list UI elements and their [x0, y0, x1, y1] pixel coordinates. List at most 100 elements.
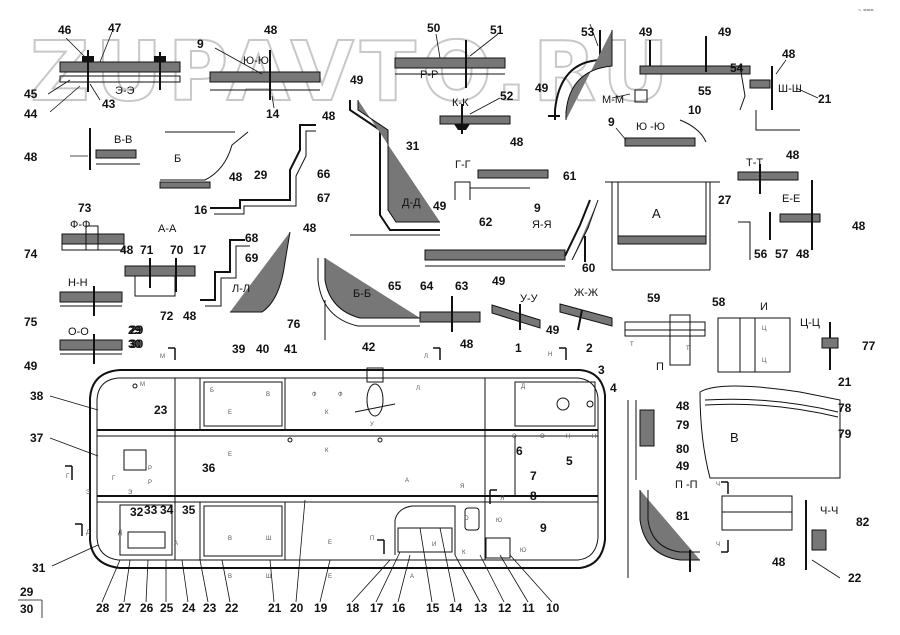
label-36: 36: [202, 461, 216, 475]
cut-i-1: И: [432, 542, 436, 548]
label-20: 20: [290, 601, 304, 615]
label-48-k: 48: [852, 219, 866, 233]
cut-yu-2: Ю: [520, 548, 526, 554]
label-5: 5: [566, 454, 573, 468]
section-ll-detail: [200, 231, 291, 313]
panel-rear-bottom: [119, 504, 173, 556]
label-51: 51: [490, 23, 504, 37]
label-14-a: 14: [266, 107, 280, 121]
label-16-b: 16: [392, 601, 406, 615]
label-48-e: 48: [229, 170, 243, 184]
cut-t-2: Т: [686, 346, 690, 352]
cut-v-3: В: [228, 574, 232, 580]
section-vv-detail: [70, 128, 140, 170]
label-41: 41: [284, 342, 298, 356]
label-49-c: 49: [718, 25, 732, 39]
section-uu-title: У-У: [520, 293, 539, 305]
label-6: 6: [516, 444, 523, 458]
label-60: 60: [582, 261, 596, 275]
cut-r-1: Р: [148, 466, 152, 472]
label-82: 82: [856, 515, 870, 529]
label-69: 69: [245, 251, 259, 265]
label-74: 74: [24, 247, 38, 261]
section-oo-detail: [59, 334, 123, 364]
view-p-label: П: [656, 361, 664, 373]
section-yuyu2-detail: [615, 119, 707, 147]
section-rr-detail: [394, 33, 506, 88]
label-55: 55: [698, 84, 712, 98]
label-32: 32: [130, 505, 144, 519]
view-v-detail: [699, 385, 841, 479]
label-15: 15: [426, 601, 440, 615]
cut-d-3: Д: [118, 530, 122, 536]
label-48-d: 48: [322, 109, 336, 123]
cut-a-2: А: [410, 574, 414, 580]
label-31-b: 31: [32, 561, 46, 575]
section-pp-detail: [627, 400, 700, 578]
label-9-c: 9: [534, 201, 541, 215]
label-11: 11: [522, 601, 535, 615]
section-chch-title: Ч-Ч: [820, 505, 838, 517]
cut-o-1: О: [464, 516, 469, 522]
label-8: 8: [530, 489, 537, 503]
label-29-b: 29: [130, 323, 144, 337]
view-b-detail: [159, 124, 316, 215]
cut-f-2: Ф: [338, 392, 343, 398]
cut-ch-2: Ч: [716, 542, 720, 548]
label-49-g: 49: [492, 274, 506, 288]
hatch-42: [366, 383, 384, 417]
label-29-c: 29: [128, 323, 142, 337]
cut-n-3: Н: [592, 434, 596, 440]
label-21-a: 21: [818, 92, 832, 106]
cut-ts-1: Ц: [762, 326, 767, 332]
label-49-h: 49: [546, 323, 560, 337]
label-70: 70: [170, 243, 184, 257]
section-nn-detail: [59, 286, 123, 316]
section-ff-title: Ф-Ф: [70, 219, 90, 231]
label-23-a: 23: [154, 403, 168, 417]
cut-n-1: Н: [548, 352, 552, 358]
section-vv-title: В-В: [114, 134, 132, 146]
label-75: 75: [24, 315, 38, 329]
label-29-a: 29: [254, 168, 268, 182]
label-22-b: 22: [225, 601, 239, 615]
label-28: 28: [96, 601, 110, 615]
section-top-right-detail: [639, 36, 751, 111]
label-73: 73: [78, 201, 92, 215]
cut-r-2: Р: [148, 480, 152, 486]
label-48-n: 48: [676, 399, 690, 413]
label-49-i: 49: [676, 459, 690, 473]
label-10-b: 10: [546, 601, 560, 615]
section-ff-detail: [61, 225, 125, 251]
cut-d-2: Д: [86, 530, 90, 536]
section-chch-detail: [721, 495, 841, 579]
label-37: 37: [30, 431, 44, 445]
label-2: 2: [586, 341, 593, 355]
label-63: 63: [455, 279, 469, 293]
section-mm-detail: [548, 23, 631, 120]
label-9-d: 9: [540, 521, 547, 535]
label-49-b: 49: [639, 25, 653, 39]
label-9-b: 9: [608, 115, 615, 129]
view-i-detail: [717, 317, 791, 373]
label-26: 26: [140, 601, 154, 615]
label-27-a: 27: [718, 193, 732, 207]
label-49-d: 49: [24, 359, 38, 373]
section-yaya-detail: [424, 199, 599, 267]
label-48-b: 48: [264, 23, 278, 37]
label-64: 64: [420, 279, 434, 293]
section-yuyu2-title: Ю -Ю: [636, 121, 665, 133]
label-13: 13: [474, 601, 488, 615]
label-57: 57: [775, 247, 789, 261]
cut-m-1: М: [160, 354, 165, 360]
cut-ya-2: Я: [500, 496, 504, 502]
section-gg-detail: [454, 169, 549, 200]
label-67: 67: [317, 191, 331, 205]
cut-b-1: Б: [210, 388, 214, 394]
cut-e2-2: Э: [128, 490, 133, 496]
label-31-a: 31: [406, 139, 420, 153]
section-ee-detail: [47, 31, 181, 113]
view-b-label: Б: [174, 153, 181, 165]
cut-sh-1: Ш: [266, 536, 272, 542]
label-48-a: 48: [24, 150, 38, 164]
